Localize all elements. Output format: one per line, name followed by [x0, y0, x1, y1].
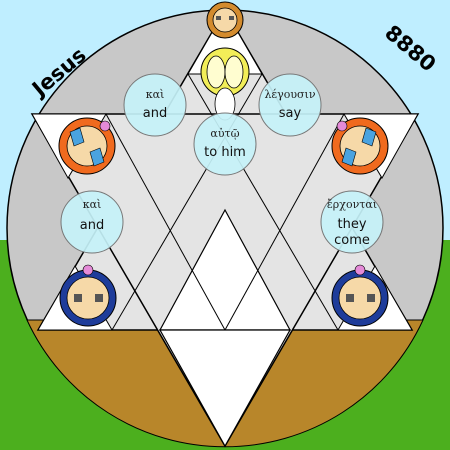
word-2-english: say — [279, 106, 302, 121]
word-1-english: and — [143, 106, 167, 121]
cherub-orange-right-icon — [331, 117, 389, 175]
word-3-english: to him — [204, 145, 246, 160]
cherub-orange-left-icon — [58, 117, 116, 175]
word-circle-1: καὶ and — [123, 73, 187, 137]
word-5-greek: ἔρχονται — [327, 198, 377, 211]
word-circle-5: ἔρχονται they come — [320, 190, 384, 254]
cherub-blue-left-icon — [59, 264, 117, 327]
word-circle-4: καὶ and — [60, 190, 124, 254]
cherub-blue-right-icon — [331, 264, 389, 327]
word-circle-3: αὐτῷ to him — [193, 112, 257, 176]
word-3-greek: αὐτῷ — [210, 127, 239, 140]
word-1-greek: καὶ — [146, 88, 165, 101]
word-5-english-line2: come — [334, 233, 370, 248]
figure-face-top-icon — [206, 1, 244, 39]
lattice-line-2 — [224, 113, 345, 331]
word-4-greek: καὶ — [83, 198, 102, 211]
word-2-greek: λέγουσιν — [264, 88, 315, 101]
word-5-english-line1: they — [337, 217, 366, 232]
cherub-top-icon — [200, 47, 250, 121]
word-4-english: and — [80, 218, 104, 233]
lattice-line-1 — [105, 113, 226, 331]
word-circle-2: λέγουσιν say — [258, 73, 322, 137]
